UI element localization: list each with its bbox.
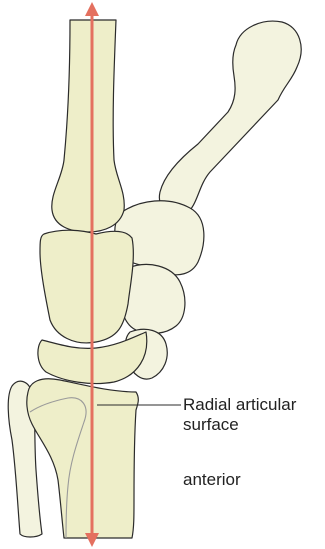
anterior-label: anterior [183,470,241,490]
trapezoid-bone [40,230,133,343]
radial-articular-surface-text: Radial articular surface [183,395,296,435]
thumb-metacarpal-bone [159,21,301,216]
axis-arrow-up-icon [85,2,99,16]
radial-articular-surface-label: Radial articular surface [183,395,296,435]
axis-arrow-down-icon [85,533,99,547]
metacarpal-shaft-bone [52,20,124,232]
